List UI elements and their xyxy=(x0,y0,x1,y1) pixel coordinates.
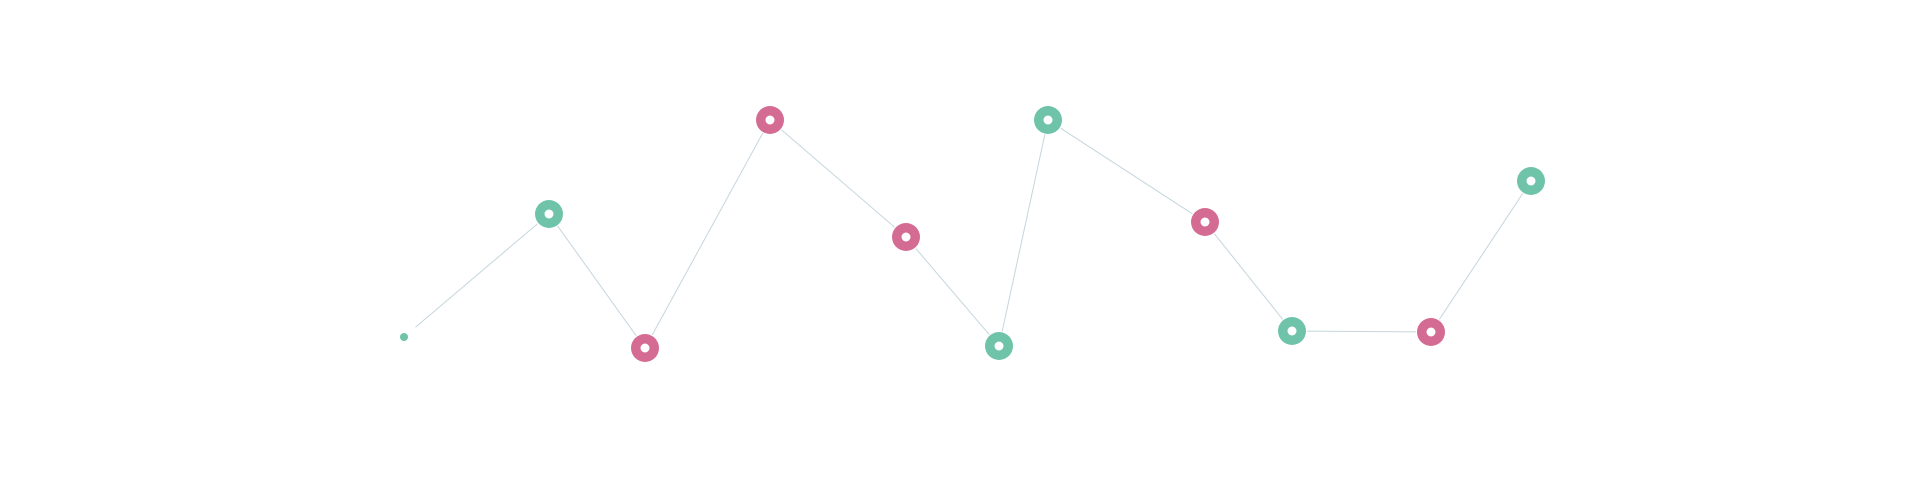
node-green[interactable] xyxy=(1517,167,1545,195)
edge-line xyxy=(1060,127,1193,215)
node-pink[interactable] xyxy=(756,106,784,134)
node-green[interactable] xyxy=(535,200,563,228)
edge-line xyxy=(1438,193,1524,320)
node-pink[interactable] xyxy=(892,223,920,251)
edge-line xyxy=(1001,134,1046,332)
nodes xyxy=(400,106,1545,362)
node-center xyxy=(1526,176,1536,186)
edge-line xyxy=(651,132,764,336)
node-center xyxy=(901,232,911,242)
edge-line xyxy=(415,223,538,328)
node-center xyxy=(1426,327,1436,337)
edges xyxy=(415,127,1524,337)
edge-line xyxy=(1213,233,1284,320)
node-pink[interactable] xyxy=(631,334,659,362)
node-dot xyxy=(400,333,408,341)
node-center xyxy=(1043,115,1053,125)
node-center xyxy=(544,209,554,219)
edge-line xyxy=(915,248,990,335)
edge-line xyxy=(557,225,637,337)
node-pink[interactable] xyxy=(1417,318,1445,346)
node-green[interactable] xyxy=(400,333,408,341)
node-center xyxy=(640,343,650,353)
node-center xyxy=(765,115,775,125)
node-center xyxy=(1287,326,1297,336)
node-center xyxy=(1200,217,1210,227)
node-pink[interactable] xyxy=(1191,208,1219,236)
edge-line xyxy=(781,129,895,228)
edge-line xyxy=(1306,330,1417,333)
node-green[interactable] xyxy=(1278,317,1306,345)
node-green[interactable] xyxy=(985,332,1013,360)
node-green[interactable] xyxy=(1034,106,1062,134)
node-center xyxy=(994,341,1004,351)
